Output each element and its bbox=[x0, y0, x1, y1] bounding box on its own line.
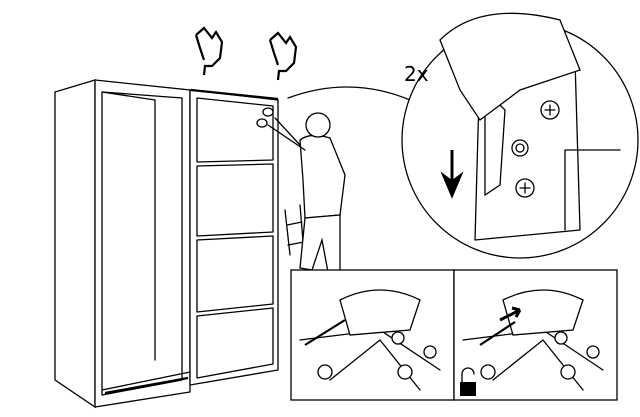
two-hands-icon bbox=[194, 26, 298, 81]
detail-panel-right bbox=[453, 269, 618, 401]
quantity-label: 2x bbox=[404, 62, 429, 86]
arrow-down-icon bbox=[440, 150, 464, 199]
person-on-ladder bbox=[256, 107, 346, 273]
callout-line bbox=[287, 86, 411, 101]
detail-panel-left bbox=[290, 269, 455, 401]
arrow-left-icon bbox=[499, 306, 522, 322]
detail-magnifier bbox=[401, 12, 639, 259]
unlock-icon bbox=[460, 367, 476, 396]
sliding-door bbox=[189, 88, 279, 386]
wardrobe-frame bbox=[54, 79, 191, 409]
